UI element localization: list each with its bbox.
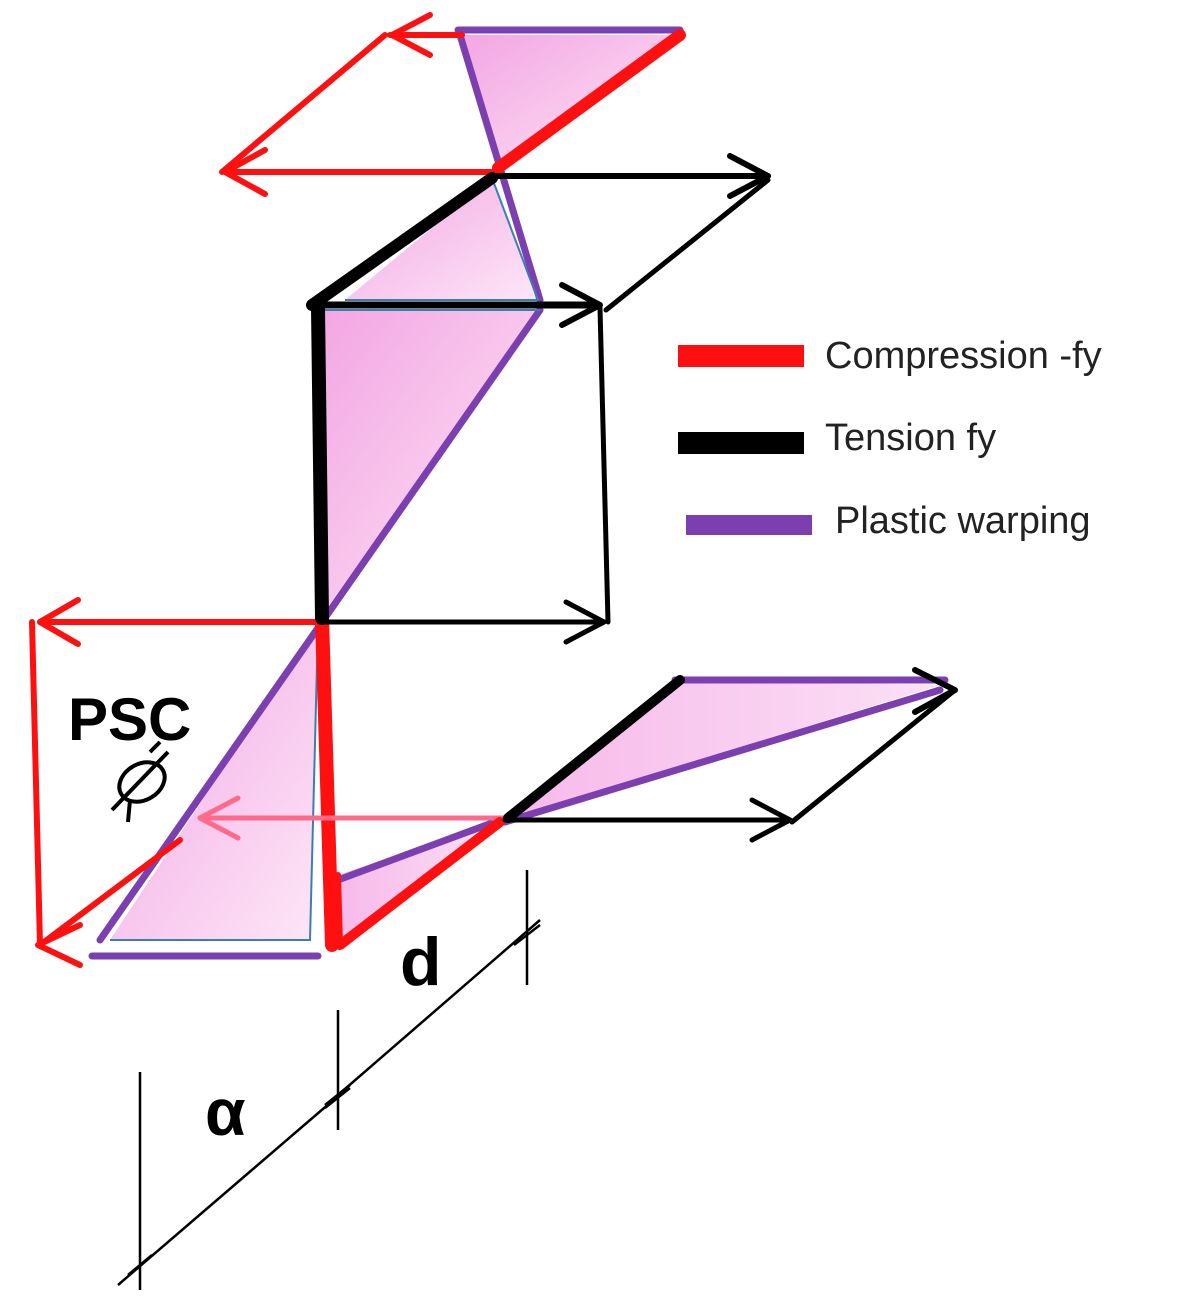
compression-flange-left-edge bbox=[335, 872, 343, 948]
tension-top-arrow-head bbox=[727, 153, 771, 199]
warping-flange-left bbox=[334, 816, 504, 884]
compression-left-upper-arrow-head bbox=[37, 597, 81, 647]
legend: Compression -fy Tension fy Plastic warpi… bbox=[678, 335, 1102, 542]
tension-flange-thick bbox=[503, 675, 685, 823]
legend-swatch-warping bbox=[686, 515, 812, 535]
legend-swatch-compression bbox=[678, 345, 804, 367]
dim-d-line bbox=[337, 919, 541, 1096]
compression-lines bbox=[29, 12, 686, 968]
fill-top-bowtie-lower bbox=[345, 178, 538, 300]
warping-flange-right bbox=[501, 686, 944, 826]
compression-flange-thick bbox=[335, 817, 505, 950]
tension-top-thick bbox=[306, 172, 498, 311]
outline-top-lower bbox=[345, 177, 540, 301]
tension-flange-arrow-head bbox=[749, 797, 793, 843]
compression-top-thick bbox=[492, 29, 686, 174]
dim-d-tick-right bbox=[513, 924, 541, 946]
fill-lower-flange-right bbox=[505, 680, 940, 820]
tension-lines bbox=[306, 153, 958, 843]
compression-diagonal-lower bbox=[37, 837, 183, 948]
dim-alpha-line bbox=[117, 1089, 346, 1286]
outline-lower-web bbox=[110, 624, 319, 941]
tension-top-envelope bbox=[603, 177, 771, 313]
tension-mid-arrow-head bbox=[559, 282, 603, 328]
tension-flange-envelope bbox=[789, 687, 958, 825]
dim-alpha-tick-right bbox=[324, 1087, 351, 1109]
compression-left-vertical bbox=[29, 619, 43, 948]
dimension-alpha-label: α bbox=[205, 1075, 246, 1149]
dimension-lines bbox=[117, 870, 541, 1290]
psc-label: PSC bbox=[68, 686, 191, 753]
legend-label-warping: Plastic warping bbox=[835, 500, 1091, 542]
compression-web-thick bbox=[315, 611, 339, 952]
dimension-d-label: d bbox=[400, 924, 442, 1000]
tension-lower-arrow-head bbox=[563, 599, 607, 645]
compression-top-arrow-head bbox=[389, 12, 433, 58]
tension-flange-top-arrow-head bbox=[912, 667, 958, 715]
psc-phi-icon bbox=[110, 740, 170, 823]
fill-outlines bbox=[110, 177, 540, 941]
legend-label-compression: Compression -fy bbox=[825, 335, 1102, 377]
dim-alpha-tick-left bbox=[127, 1254, 153, 1276]
compression-mid-arrow-head bbox=[197, 795, 241, 841]
tension-right-vertical bbox=[597, 305, 611, 625]
compression-top-bottom-arrow-head bbox=[222, 147, 268, 197]
compression-top-envelope bbox=[219, 32, 388, 175]
legend-swatch-tension bbox=[678, 432, 804, 454]
legend-label-tension: Tension fy bbox=[825, 417, 996, 459]
tension-web-thick bbox=[311, 301, 329, 625]
